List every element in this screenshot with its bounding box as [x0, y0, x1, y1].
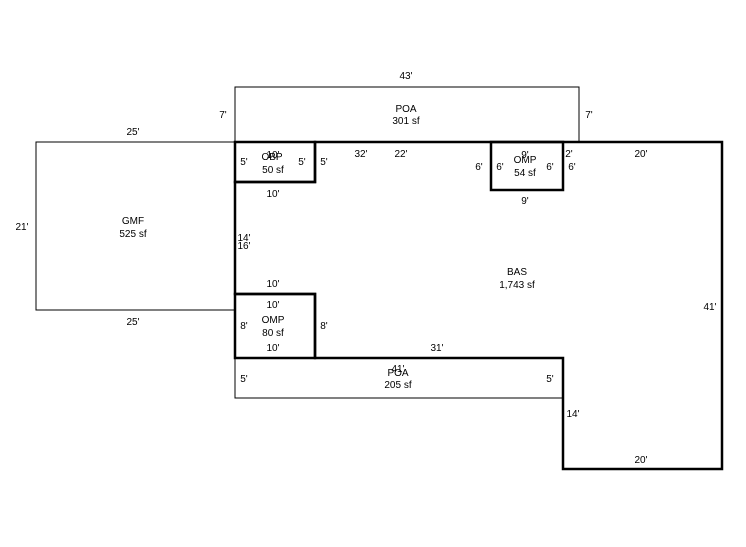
bas-area: 1,743 sf — [499, 280, 535, 291]
bas-dim-right: 41' — [703, 302, 716, 313]
poa-top-area: 301 sf — [392, 116, 419, 127]
poa-bottom-area: 205 sf — [384, 380, 411, 391]
poa-top-dim-right: 7' — [585, 110, 593, 121]
bas-dim-notch-top: 10' — [266, 279, 279, 290]
obp-outline — [233, 140, 317, 184]
omp-lower-outline — [233, 292, 317, 360]
bas-dim-left-side-2: 16' — [237, 241, 250, 252]
bas-dim-bottom-long: 31' — [430, 343, 443, 354]
bas-dim-top-3: 2' — [565, 149, 573, 160]
obp-dim-right: 5' — [298, 157, 306, 168]
omp-upper-outline — [489, 140, 565, 192]
poa-top-dim-left: 7' — [219, 110, 227, 121]
omp-upper-dim-left: 6' — [496, 162, 504, 173]
gmf-area: 525 sf — [119, 229, 146, 240]
obp-code: OBP — [261, 152, 282, 163]
bas-dim-left-side: 14' — [237, 233, 250, 244]
bas-dim-top-4: 20' — [634, 149, 647, 160]
poa-bottom-dim-right: 5' — [546, 374, 554, 385]
obp-dim-top: 10' — [266, 150, 279, 161]
omp-lower-code: OMP — [262, 315, 285, 326]
gmf-dim-top: 25' — [126, 127, 139, 138]
poa-bottom-code: POA — [387, 368, 408, 379]
poa-bottom-dim-overlap: 41' — [391, 364, 404, 375]
poa-top-code: POA — [395, 104, 416, 115]
obp-dim-bottom: 10' — [266, 189, 279, 200]
omp-lower-area: 80 sf — [262, 328, 284, 339]
omp-upper-dim-bottom: 9' — [521, 196, 529, 207]
bas-outline — [233, 140, 724, 471]
omp-lower-dim-right: 8' — [320, 321, 328, 332]
bas-dim-omp-left: 6' — [475, 162, 483, 173]
omp-lower-dim-bottom: 10' — [266, 343, 279, 354]
poa-bottom-dim-left: 5' — [240, 374, 248, 385]
omp-upper-dim-top: 9' — [521, 150, 529, 161]
obp-dim-left: 5' — [240, 157, 248, 168]
omp-lower-dim-left: 8' — [240, 321, 248, 332]
omp-lower-dim-top: 10' — [266, 300, 279, 311]
omp-upper-code: OMP — [514, 155, 537, 166]
omp-upper-dim-right: 6' — [546, 162, 554, 173]
bas-dim-top-1: 32' — [354, 149, 367, 160]
poa-top-dim-top: 43' — [399, 71, 412, 82]
bas-dim-top-2: 22' — [394, 149, 407, 160]
gmf-dim-left: 21' — [15, 222, 28, 233]
obp-area: 50 sf — [262, 165, 284, 176]
bas-code: BAS — [507, 267, 527, 278]
omp-upper-area: 54 sf — [514, 168, 536, 179]
bas-dim-inner-right: 6' — [568, 162, 576, 173]
bas-dim-step-left: 14' — [566, 409, 579, 420]
gmf-code: GMF — [122, 216, 144, 227]
bas-dim-bottom: 20' — [634, 455, 647, 466]
bas-dim-inner-left-top: 5' — [320, 157, 328, 168]
gmf-dim-bottom: 25' — [126, 317, 139, 328]
